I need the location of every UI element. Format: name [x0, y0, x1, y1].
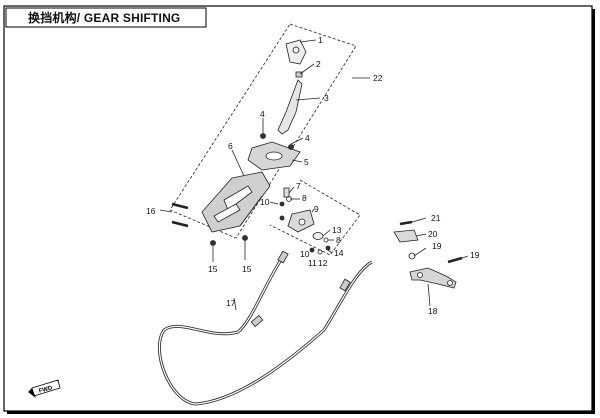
pin-19 — [408, 252, 416, 260]
gate-edge — [239, 195, 263, 227]
washer-14 — [325, 245, 331, 251]
washer-10 — [279, 215, 285, 221]
washer-8b — [323, 237, 329, 243]
callout-label: 6 — [228, 141, 233, 151]
callout-label: 17 — [226, 298, 236, 308]
callout-label: 15 — [242, 264, 252, 274]
callout-label: 10 — [300, 249, 310, 259]
callout-label: 1 — [318, 35, 323, 45]
callout-label: 13 — [332, 225, 342, 235]
knob-insert — [292, 46, 300, 54]
callout-label: 2 — [316, 59, 321, 69]
callout-label: 5 — [304, 157, 309, 167]
callout-label: 16 — [146, 206, 156, 216]
gate-slot — [223, 185, 253, 211]
group-outline-22 — [169, 23, 357, 239]
washer-11 — [309, 247, 315, 253]
callout-label: 10 — [260, 197, 270, 207]
cable-end — [277, 250, 289, 264]
pin-19 — [447, 256, 463, 264]
callout-label: 18 — [428, 306, 438, 316]
knob-nut — [295, 71, 303, 78]
bolt — [288, 144, 294, 150]
washer-10 — [279, 201, 285, 207]
callout-label: 4 — [305, 133, 310, 143]
pivot-bracket — [393, 229, 419, 243]
shift-cable-inner — [158, 257, 373, 405]
shift-cable — [158, 257, 373, 406]
callout-label: 7 — [296, 181, 301, 191]
callout-label: 20 — [428, 229, 438, 239]
callout-label: 21 — [431, 213, 441, 223]
plate-hole — [265, 151, 283, 161]
washer-12 — [317, 249, 323, 255]
callout-label: 15 — [208, 264, 218, 274]
shift-lever — [277, 79, 303, 135]
callout-label: 9 — [314, 204, 319, 214]
cable-end — [250, 314, 264, 328]
nut-15 — [242, 235, 248, 241]
bushing-13 — [312, 232, 324, 240]
gate-slot — [213, 203, 241, 223]
page-title: 换挡机构/ GEAR SHIFTING — [28, 11, 181, 25]
cable-end — [339, 278, 351, 292]
callout-label: 14 — [334, 248, 344, 258]
shift-knob — [285, 39, 307, 65]
callout-label: 22 — [373, 73, 383, 83]
callout-label: 8 — [302, 193, 307, 203]
pin-7 — [283, 187, 290, 198]
callout-label: 11 — [308, 258, 317, 268]
bolt-16 — [171, 220, 189, 228]
callout-label: 12 — [318, 258, 328, 268]
callout-label: 19 — [470, 250, 480, 260]
callout-label: 3 — [324, 93, 329, 103]
fwd-arrow-icon: FWD — [28, 379, 61, 398]
callout-label: 8 — [336, 235, 341, 245]
bolt — [260, 133, 266, 139]
bolt-16 — [171, 202, 189, 210]
callout-label: 19 — [432, 241, 442, 251]
fwd-label: FWD — [38, 385, 53, 395]
pivot-bolt — [399, 220, 413, 226]
callout-label: 4 — [260, 109, 265, 119]
nut-15 — [210, 240, 216, 246]
